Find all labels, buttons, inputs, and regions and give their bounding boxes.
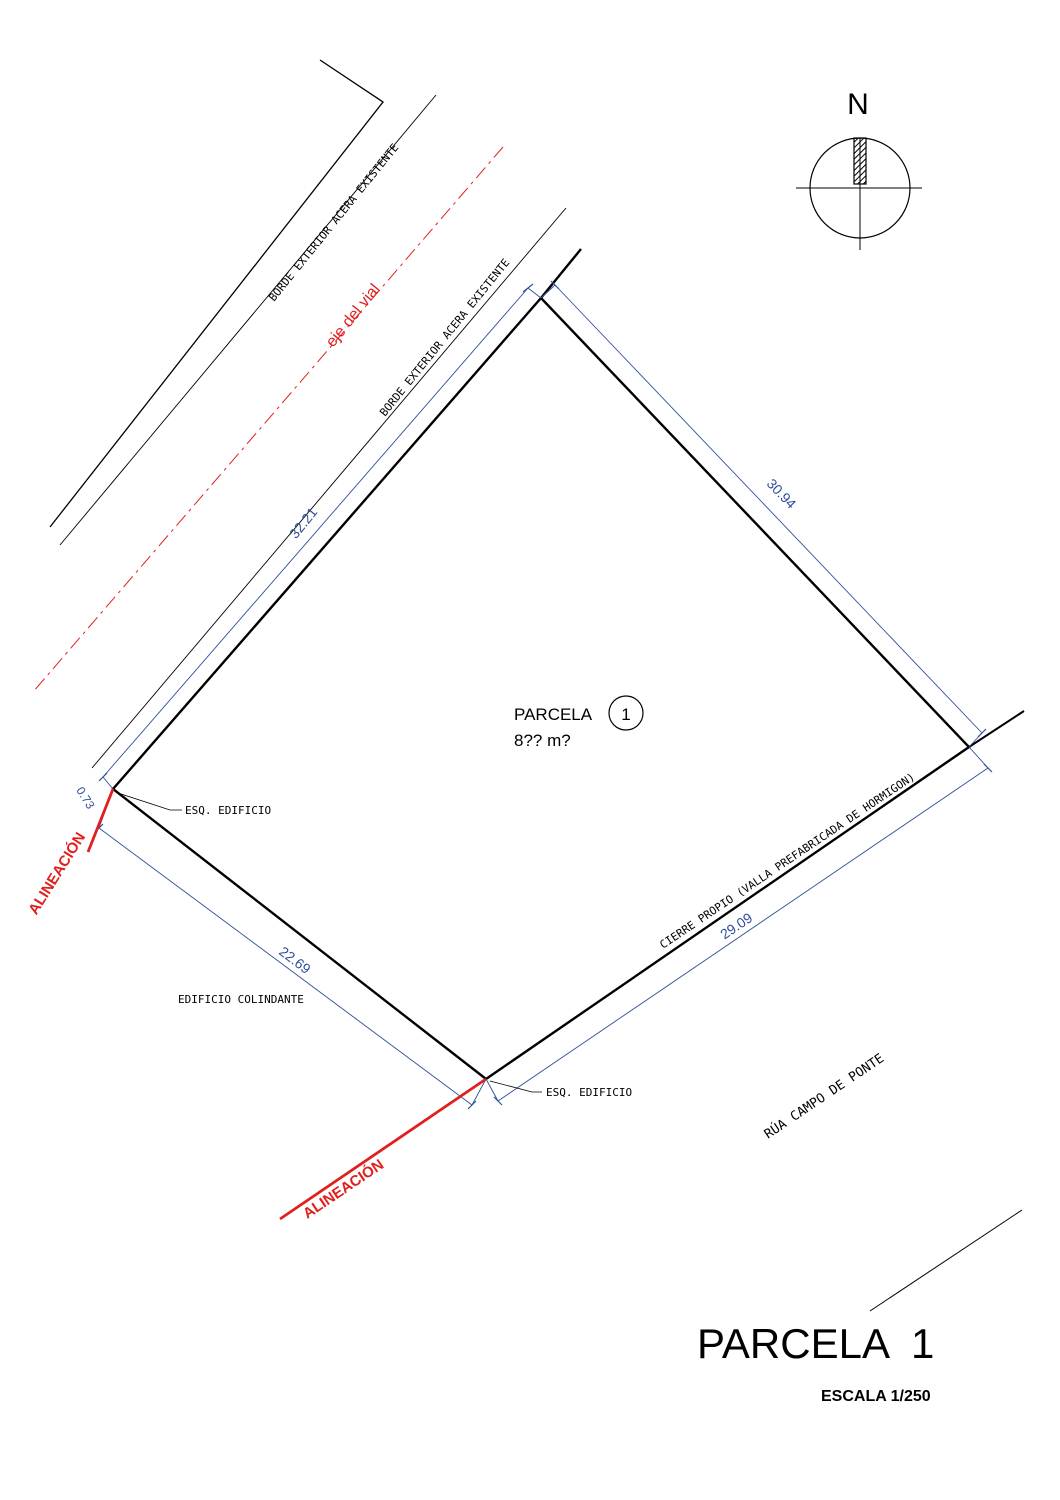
sheet-line [869, 1209, 1023, 1312]
inner-sidewalk-label: BORDE EXTERIOR ACERA EXISTENTE [377, 256, 512, 419]
road-axis-line [32, 146, 504, 693]
parcel-number: 1 [621, 705, 630, 724]
dimension-northwest: 32.21 [286, 504, 321, 541]
dimension-ticks [94, 280, 993, 1110]
sheet-title: PARCELA 1 [697, 1320, 934, 1367]
dimension-southwest: 22.69 [276, 943, 314, 977]
parcel-number-circle [608, 695, 644, 731]
road-axis-label: eje del vial [323, 281, 384, 350]
dimension-lines [98, 284, 989, 1106]
outer-sidewalk-line [49, 59, 384, 528]
north-arrow [796, 137, 922, 250]
sheet-scale: ESCALA 1/250 [821, 1388, 931, 1405]
dimension-offset: 0.73 [73, 784, 97, 812]
sidewalk-parallel-line [59, 94, 437, 546]
road-name-label: RÚA CAMPO DE PONTE [761, 1050, 887, 1142]
north-letter: N [847, 88, 869, 121]
northwest-boundary-extension [540, 248, 582, 299]
dimension-northeast: 30.94 [764, 475, 800, 511]
corner-label-bottom: ESQ. EDIFICIO [546, 1086, 632, 1099]
dimension-southeast: 29.09 [717, 909, 755, 942]
neighbor-label: EDIFICIO COLINDANTE [178, 993, 304, 1006]
parcel-boundary [111, 297, 971, 1081]
parcel-label: PARCELA [514, 705, 593, 724]
north-pointer-icon [853, 137, 867, 185]
leader-corner-bottom [489, 1080, 542, 1093]
inner-sidewalk-line [91, 207, 567, 769]
alignment-label-bottom: ALINEACIÓN [299, 1155, 386, 1222]
fence-extension [968, 710, 1025, 748]
alignment-line-bottom [279, 1077, 487, 1221]
alignment-label-top: ALINEACIÓN [24, 829, 89, 918]
fence-label: CIERRE PROPIO (VALLA PREFABRICADA DE HOR… [657, 770, 917, 951]
leader-corner-top [117, 792, 182, 811]
parcel-area: 8?? m? [514, 731, 571, 750]
alignment-line-top [86, 788, 115, 853]
corner-label-top: ESQ. EDIFICIO [185, 804, 271, 817]
